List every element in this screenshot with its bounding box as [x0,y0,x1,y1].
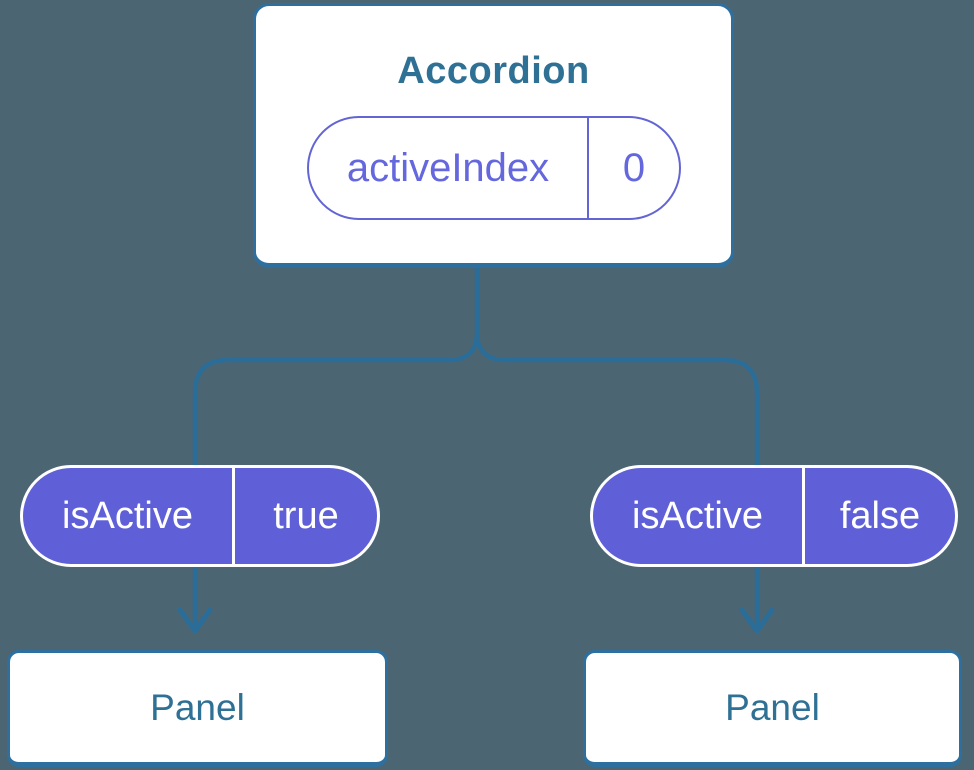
panel-node-left: Panel [7,650,388,767]
prop-pill-value: false [839,494,921,537]
panel-node-right: Panel [583,650,962,767]
state-pill-value: 0 [622,145,646,190]
prop-pill-value: true [273,494,339,537]
arrowhead-left [177,607,213,634]
accordion-node: Accordion activeIndex 0 [253,3,734,268]
panel-node-label: Panel [150,686,245,728]
arrowhead-right [739,607,775,634]
accordion-node-title: Accordion [397,50,590,92]
prop-pill-name: isActive [23,468,235,564]
connector-root-to-left-child [192,261,480,626]
panel-node-label: Panel [725,686,820,728]
prop-pill-isactive-left: isActive true [20,465,380,567]
state-pill-activeindex: activeIndex 0 [307,116,681,220]
connector-root-to-right-child [474,329,760,626]
state-pill-name: activeIndex [309,118,589,218]
prop-pill-isactive-right: isActive false [590,465,958,567]
prop-pill-name: isActive [593,468,805,564]
